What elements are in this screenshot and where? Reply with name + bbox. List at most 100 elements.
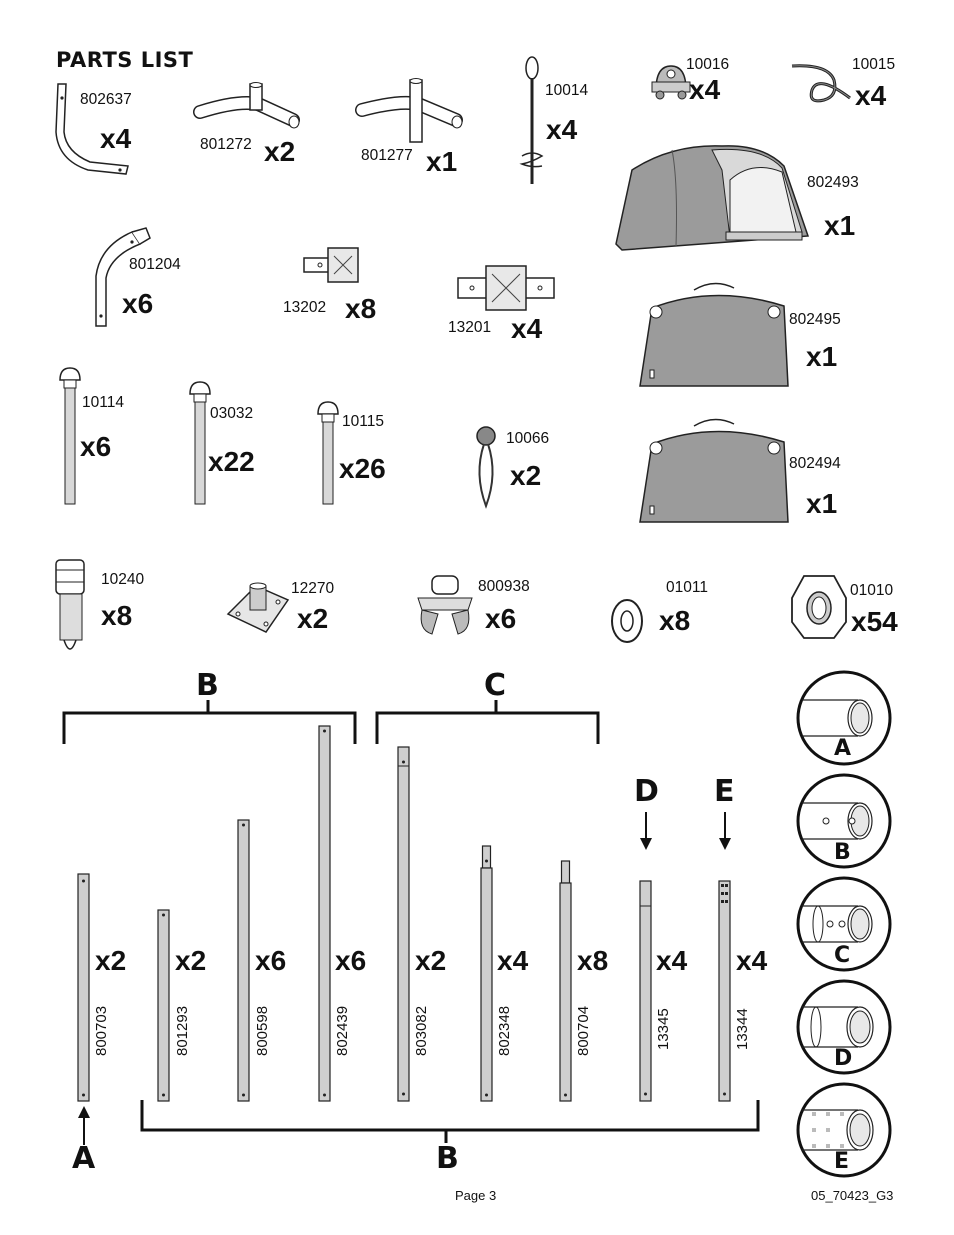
group-label-c: C: [484, 668, 507, 703]
tube-801293: [157, 909, 170, 1102]
end-type-d-icon: [796, 979, 892, 1075]
end-type-b-icon: [796, 773, 892, 869]
small-bracket-illustration: [303, 247, 359, 283]
part-quantity: x8: [345, 293, 377, 324]
group-label-b: B: [196, 668, 219, 703]
washer-illustration: [611, 599, 643, 643]
tube-quantity: x2: [175, 945, 207, 976]
part-number: 10014: [545, 82, 589, 99]
part-number: 10066: [506, 430, 550, 447]
end-type-e-icon: [796, 1082, 892, 1178]
part-number: 802495: [789, 311, 841, 328]
tube-part-number: 802439: [334, 1005, 351, 1056]
tube-part-number: 801293: [174, 1005, 191, 1056]
part-quantity: x6: [122, 288, 154, 319]
large-bracket-illustration: [457, 265, 555, 311]
part-quantity: x4: [855, 80, 887, 111]
part-number: 802637: [80, 91, 132, 108]
part-number: 12270: [291, 580, 335, 597]
part-quantity: x4: [100, 123, 132, 154]
end-type-a-icon: [796, 670, 892, 766]
part-number: 03032: [210, 405, 254, 422]
rear-panel-illustration: [639, 282, 789, 387]
tube-part-number: 803082: [413, 1005, 430, 1056]
part-quantity: x1: [806, 488, 838, 519]
tube-part-number: 13344: [734, 1008, 751, 1050]
part-quantity: x4: [546, 114, 578, 145]
part-number: 801204: [129, 256, 181, 273]
part-number: 01011: [666, 579, 708, 596]
pole-clamp-illustration: [417, 575, 473, 635]
tube-part-number: 802348: [496, 1005, 513, 1056]
tube-802348: [480, 845, 493, 1102]
tube-13344: [718, 880, 731, 1102]
part-number: 802493: [807, 174, 859, 191]
tube-part-number: 800704: [575, 1005, 592, 1056]
part-number: 01010: [850, 582, 894, 599]
cable-illustration: [791, 64, 851, 103]
arrow-label-e: E: [714, 774, 735, 809]
document-code: 05_70423_G3: [811, 1188, 894, 1203]
tube-quantity: x6: [335, 945, 367, 976]
foot-plate-illustration: [226, 582, 290, 633]
cable-clamp-illustration: [651, 65, 691, 100]
tube-quantity: x8: [577, 945, 609, 976]
part-quantity: x2: [510, 460, 542, 491]
part-number: 13201: [448, 319, 492, 336]
tube-quantity: x6: [255, 945, 287, 976]
part-quantity: x6: [80, 431, 112, 462]
ground-anchor-illustration: [519, 56, 544, 184]
part-quantity: x1: [806, 341, 838, 372]
arrow-label-a: A: [72, 1141, 96, 1176]
front-panel-illustration: [639, 418, 789, 523]
carriage-bolt-medium-illustration: [189, 381, 211, 505]
tube-800598: [237, 819, 250, 1102]
end-type-label: E: [834, 1149, 850, 1174]
tube-part-number: 800598: [254, 1005, 271, 1056]
end-type-c-icon: [796, 876, 892, 972]
part-number: 802494: [789, 455, 841, 472]
part-number: 10015: [852, 56, 896, 73]
part-quantity: x4: [689, 74, 721, 105]
part-quantity: x1: [426, 146, 458, 177]
tube-quantity: x2: [415, 945, 447, 976]
tube-800704: [559, 860, 572, 1102]
part-quantity: x54: [851, 606, 898, 637]
part-number: 10016: [686, 56, 730, 73]
rafter-illustration: [95, 227, 151, 327]
corner-pole-illustration: [55, 83, 129, 175]
part-quantity: x2: [264, 136, 296, 167]
end-type-label: B: [834, 840, 851, 865]
ratchet-tensioner-illustration: [55, 559, 85, 650]
tube-quantity: x4: [656, 945, 688, 976]
cross-fitting-illustration: [355, 78, 463, 143]
part-number: 801272: [200, 136, 252, 153]
tube-part-number: 13345: [655, 1008, 672, 1050]
part-number: 10240: [101, 571, 145, 588]
tube-part-number: 800703: [93, 1005, 110, 1056]
carriage-bolt-short-illustration: [317, 401, 339, 505]
part-number: 13202: [283, 299, 327, 316]
part-quantity: x8: [101, 600, 133, 631]
part-number: 801277: [361, 147, 413, 164]
shelter-cover-illustration: [615, 145, 810, 251]
t-fitting-illustration: [193, 82, 300, 129]
part-quantity: x2: [297, 603, 329, 634]
hex-nut-illustration: [791, 575, 847, 639]
page-number: Page 3: [455, 1188, 497, 1203]
part-quantity: x4: [511, 313, 543, 344]
end-type-label: C: [834, 943, 851, 968]
tube-quantity: x2: [95, 945, 127, 976]
tube-quantity: x4: [497, 945, 529, 976]
part-quantity: x1: [824, 210, 856, 241]
part-number: 10115: [342, 413, 384, 430]
arrow-label-d: D: [634, 774, 659, 809]
part-quantity: x26: [339, 453, 386, 484]
part-quantity: x8: [659, 605, 691, 636]
end-type-label: D: [834, 1046, 853, 1071]
tube-800703: [77, 873, 90, 1102]
carriage-bolt-long-illustration: [59, 367, 81, 505]
part-quantity: x22: [208, 446, 255, 477]
page-title: PARTS LIST: [56, 48, 194, 72]
